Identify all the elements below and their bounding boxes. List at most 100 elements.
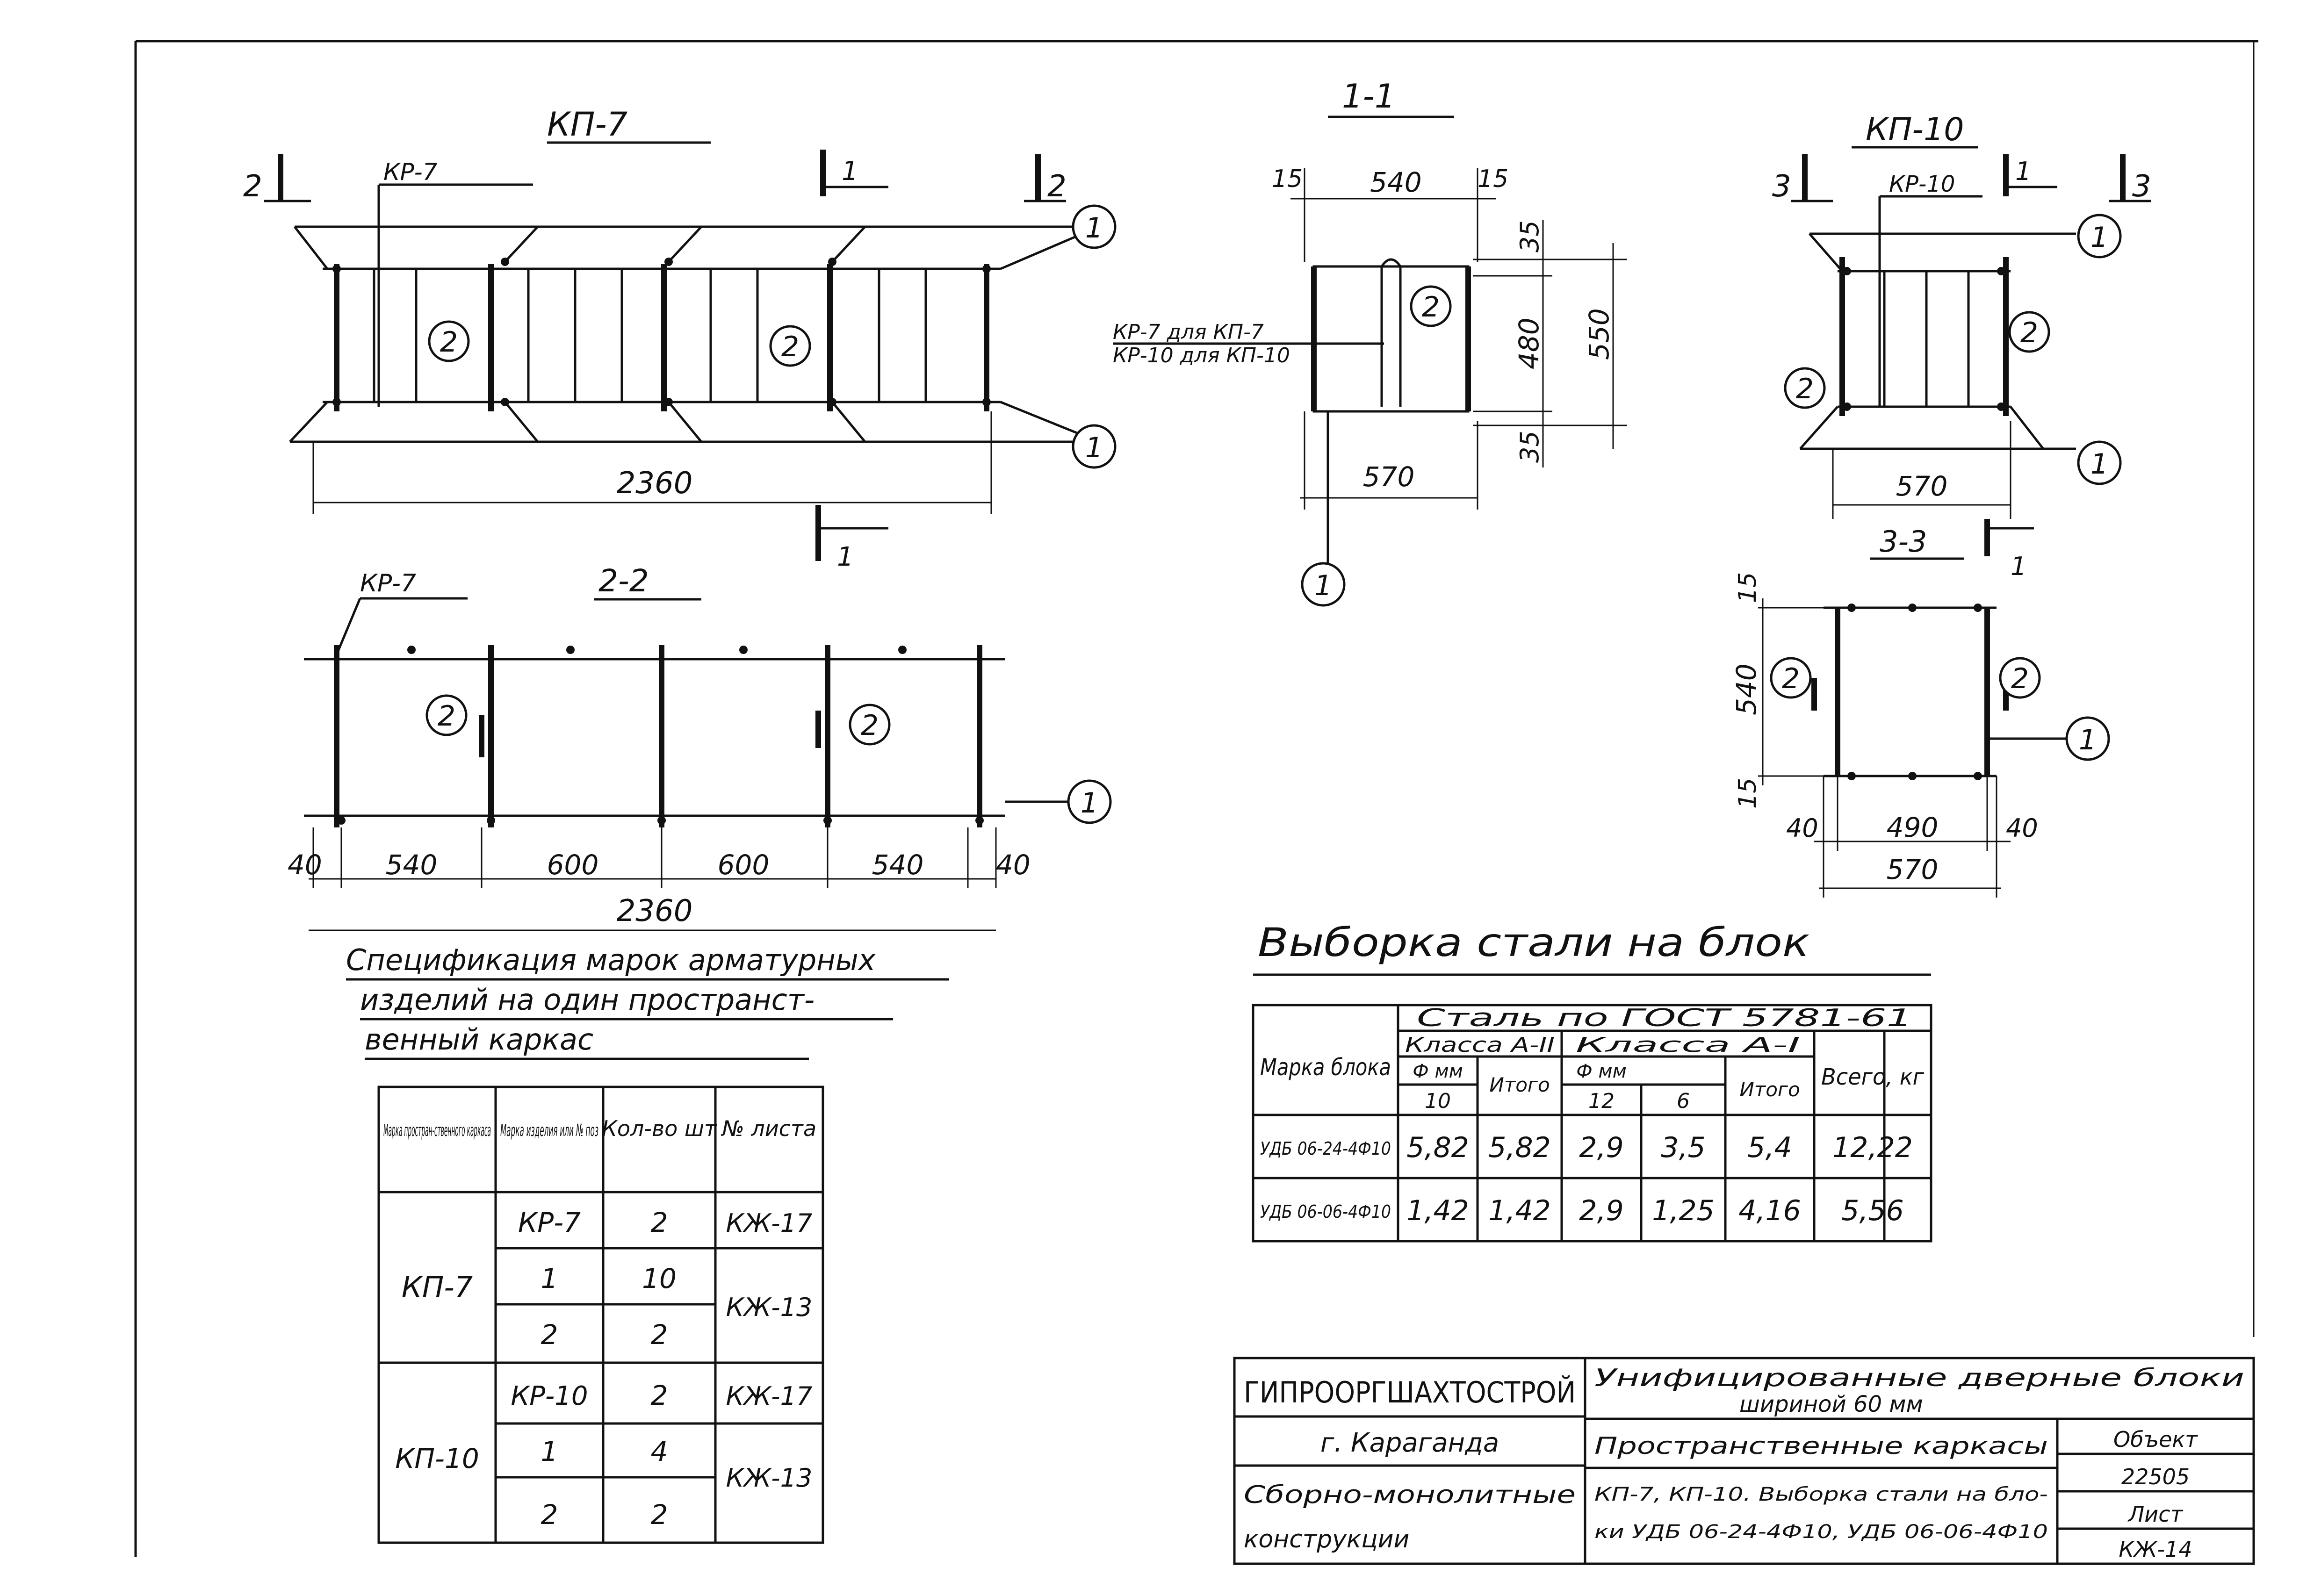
s11-note-1: КР-7 для КП-7 (1113, 320, 1264, 344)
steel-header-dia-a2: Ф мм (1413, 1061, 1463, 1082)
s11-dim-15b: 15 (1478, 165, 1508, 193)
spec-item: 1 (541, 1263, 558, 1294)
tb-obj-value: 22505 (2121, 1464, 2190, 1489)
s11-pos2: 2 (1422, 291, 1440, 324)
spec-title-1: Спецификация марок арматурных (346, 943, 876, 977)
spec-header-frame: Марка простран-ственного каркаса (383, 1121, 491, 1140)
tb-sheet-desc-1: КП-7, КП-10. Выборка стали на бло- (1594, 1484, 2048, 1505)
spec-item: КР-7 (518, 1207, 581, 1238)
steel-header-total-a1: Итого (1739, 1078, 1800, 1101)
kp7-pos1-bottom: 1 (1085, 431, 1103, 464)
steel-row-block: УДБ 06-24-4Ф10 (1260, 1138, 1391, 1159)
kp7-pos1-top: 1 (1085, 212, 1103, 244)
tb-project-2: шириной 60 мм (1739, 1391, 1923, 1417)
kp7-kr-label: КР-7 (383, 158, 438, 186)
s11-dim-15a: 15 (1272, 165, 1303, 193)
steel-header-top: Сталь по ГОСТ 5781-61 (1417, 1004, 1912, 1032)
section-1-1: 1-1 15 540 15 2 КР-7 для КП-7 КР-10 для … (1113, 77, 1627, 607)
tb-sheet-title: Пространственные каркасы (1594, 1432, 2048, 1459)
kp10-plan: КП-10 3 3 1 КР-10 1 1 2 2 (1772, 111, 2151, 519)
s11-dim-550: 550 (1583, 308, 1615, 360)
s33-dim-15b: 15 (1734, 778, 1762, 809)
kp10-section-3-left: 3 (1772, 169, 1791, 204)
s33-dim-15a: 15 (1734, 572, 1762, 603)
tb-sheet-value: КЖ-14 (2119, 1537, 2192, 1562)
s33-dim-570: 570 (1887, 854, 1939, 885)
s22-pos2-a: 2 (438, 700, 455, 733)
spec-item: 1 (541, 1436, 558, 1467)
kp10-pos2-right: 2 (2020, 316, 2038, 349)
s22-pos1: 1 (1081, 787, 1098, 820)
section-mark-1-top: 1 (842, 156, 858, 187)
tb-sheet-label: Лист (2127, 1502, 2184, 1527)
s33-dim-540: 540 (1730, 663, 1762, 715)
spec-frame-kp10: КП-10 (395, 1443, 479, 1474)
tb-dept-2: конструкции (1244, 1525, 1409, 1553)
s22-dim-5: 40 (996, 849, 1031, 881)
spec-item: КР-10 (511, 1381, 588, 1411)
s11-dim-570: 570 (1363, 461, 1415, 493)
steel-dia-12: 12 (1588, 1089, 1615, 1113)
spec-qty: 2 (651, 1207, 668, 1238)
tb-dept-1: Сборно-монолитные (1244, 1481, 1576, 1509)
spec-item: 2 (541, 1319, 558, 1351)
s22-dim-3: 600 (718, 849, 770, 881)
s22-dim-2: 600 (547, 849, 599, 881)
s33-dim-40b: 40 (2006, 813, 2038, 843)
steel-header-a1: Класса А-I (1576, 1033, 1800, 1057)
spec-header-item: Марка изделия или № поз (500, 1121, 598, 1140)
steel-row-all: 5,56 (1841, 1194, 1904, 1227)
s22-title: 2-2 (598, 563, 649, 599)
tb-project-1: Унифицированные дверные блоки (1594, 1364, 2244, 1392)
kp7-dim-total: 2360 (617, 466, 693, 501)
kp10-title: КП-10 (1866, 111, 1964, 148)
steel-row-a1-6: 1,25 (1652, 1194, 1715, 1227)
s33-dim-490: 490 (1887, 812, 1939, 843)
kp10-section-1-top: 1 (2015, 157, 2031, 186)
spec-sheet: КЖ-13 (726, 1293, 813, 1322)
spec-qty: 4 (651, 1436, 668, 1467)
spec-header-sheet: № листа (721, 1116, 816, 1141)
spec-qty: 2 (651, 1319, 668, 1351)
kp10-dim-570: 570 (1896, 470, 1948, 502)
steel-table: Выборка стали на блок Сталь по ГОСТ 5781… (1252, 920, 1932, 1243)
s11-dim-480: 480 (1513, 317, 1545, 369)
s22-dim-4: 540 (872, 849, 924, 881)
s11-note-2: КР-10 для КП-10 (1113, 344, 1290, 367)
s22-pos2-b: 2 (861, 709, 879, 742)
s33-pos2-left: 2 (1782, 662, 1800, 695)
kp7-pos2-b: 2 (781, 331, 799, 363)
s33-pos2-right: 2 (2011, 662, 2029, 695)
tb-org: ГИПРООРГШАХТОСТРОЙ (1244, 1375, 1576, 1409)
section-3-3: 3-3 1 2 2 1 15 540 15 40 490 40 (1730, 519, 2110, 898)
kp10-kr-label: КР-10 (1889, 171, 1955, 197)
steel-header-total-a2: Итого (1489, 1073, 1550, 1096)
steel-header-dia-a1: Ф мм (1576, 1061, 1627, 1082)
section-mark-1-bottom: 1 (837, 542, 854, 572)
spec-sheet: КЖ-13 (726, 1463, 813, 1493)
spec-qty: 10 (642, 1263, 677, 1294)
kp10-pos1-bottom: 1 (2091, 448, 2108, 481)
spec-frame-kp7: КП-7 (402, 1270, 473, 1304)
steel-row-all: 12,22 (1832, 1131, 1913, 1164)
kp7-title: КП-7 (547, 105, 627, 144)
steel-row-a2-10: 1,42 (1406, 1194, 1469, 1227)
section-2-2: 2-2 КР-7 2 2 1 40 540 (288, 563, 1112, 931)
spec-qty: 2 (651, 1499, 668, 1531)
steel-row-a1-total: 4,16 (1738, 1194, 1801, 1227)
steel-title: Выборка стали на блок (1258, 920, 1809, 965)
steel-header-all: Всего, кг (1821, 1064, 1925, 1090)
kp7-plan: КП-7 2 2 1 1 КР-7 (243, 105, 1117, 572)
s11-dim-540: 540 (1370, 166, 1422, 198)
kp7-pos2-a: 2 (440, 326, 458, 359)
s33-dim-40a: 40 (1786, 813, 1818, 843)
s22-dim-total: 2360 (617, 894, 693, 928)
s33-title: 3-3 (1880, 525, 1927, 559)
sheet-frame (134, 40, 2258, 1557)
steel-row-a1-12: 2,9 (1579, 1194, 1623, 1227)
spec-sheet: КЖ-17 (726, 1381, 813, 1411)
steel-row-a1-total: 5,4 (1747, 1131, 1792, 1164)
s11-dim-35a: 35 (1515, 220, 1544, 252)
s33-section-1: 1 (2011, 552, 2026, 581)
